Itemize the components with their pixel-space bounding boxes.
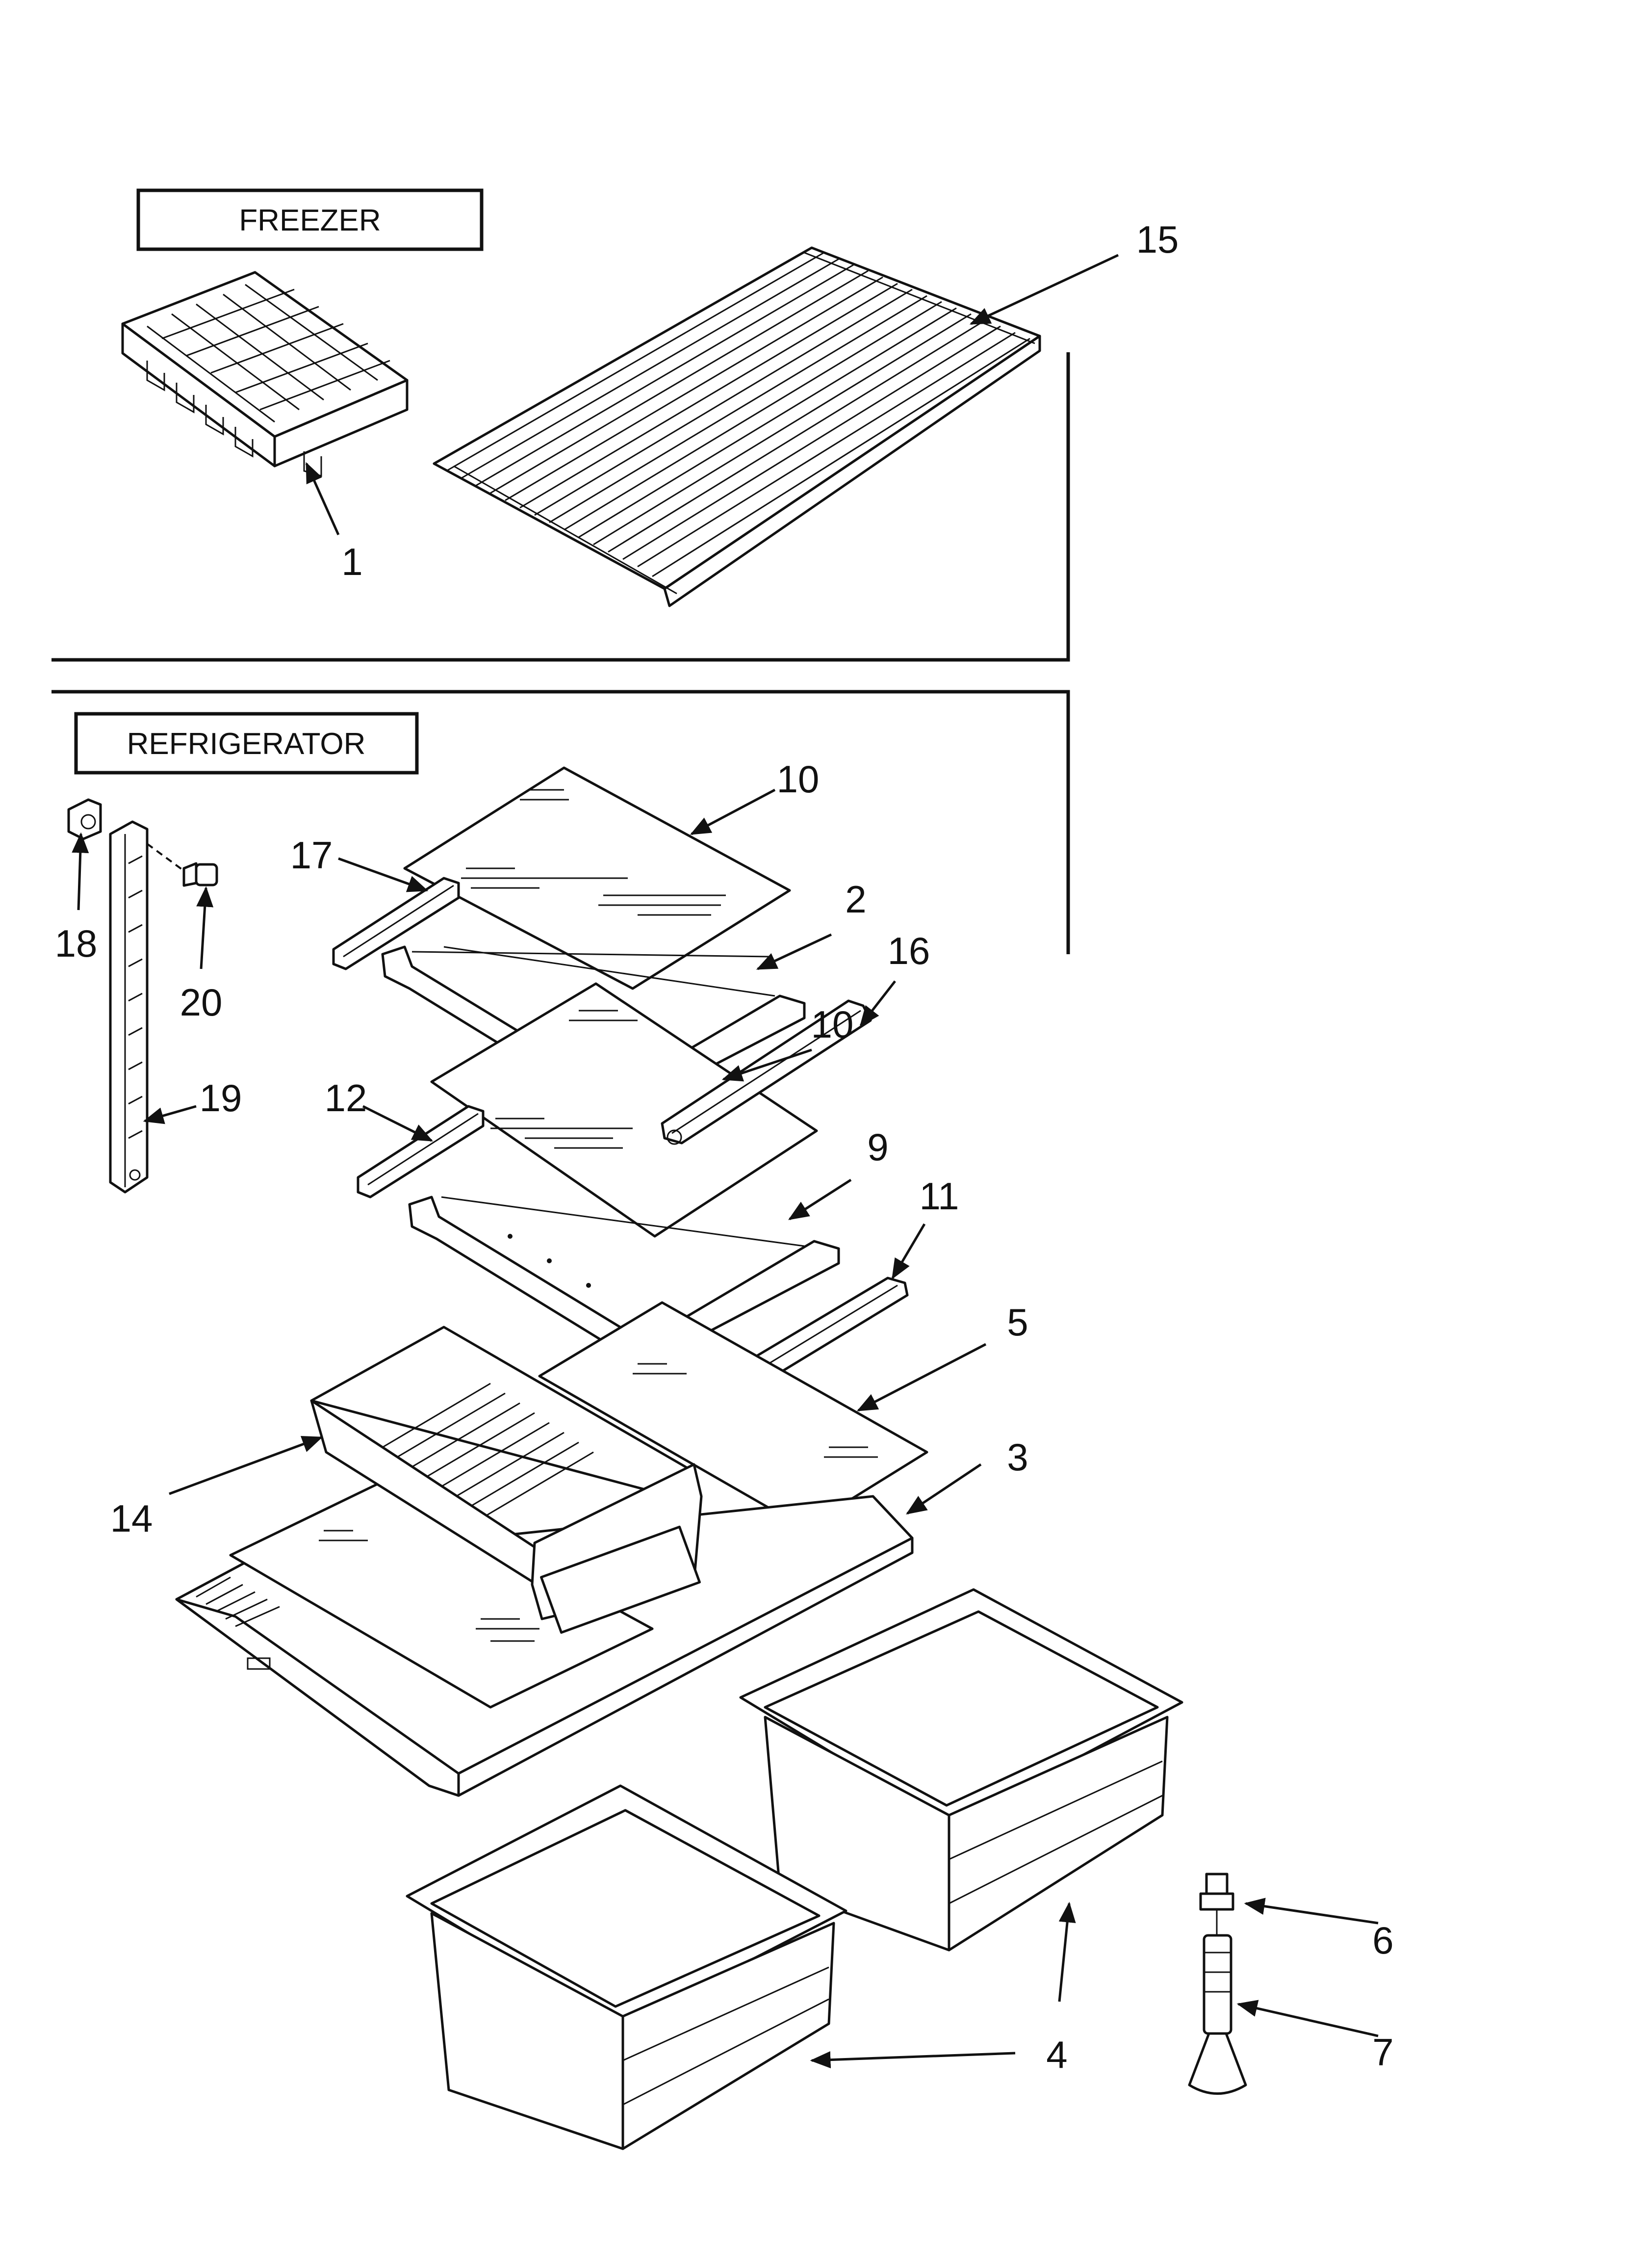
callout-10-upper: 10: [777, 757, 820, 801]
leader-lines: [72, 254, 1379, 2069]
callout-9: 9: [867, 1125, 888, 1169]
freezer-label-box: [136, 188, 484, 251]
meat-drawer: [310, 1326, 703, 1634]
refrigerator-label: REFRIGERATOR: [127, 727, 366, 761]
callout-2: 2: [845, 878, 866, 921]
shelf-bracket-clip: [67, 798, 102, 840]
callout-3: 3: [1007, 1435, 1028, 1479]
freezer-label: FREEZER: [239, 204, 381, 237]
refrigerator-label-box: [74, 712, 419, 775]
refrigerator-divider: [51, 690, 1070, 954]
middle-glass-shelf: [430, 982, 818, 1238]
callout-20: 20: [180, 981, 223, 1024]
upper-shelf-front-rail: [332, 877, 460, 970]
crisper-cover-glass: [538, 1301, 928, 1530]
left-crisper-drawer: [406, 1784, 847, 2150]
callout-15: 15: [1136, 218, 1179, 261]
callout-7: 7: [1372, 2031, 1393, 2074]
freezer-section: FREEZER: [51, 188, 1070, 954]
callout-17: 17: [290, 834, 333, 877]
crisper-plate-glass: [229, 1480, 654, 1709]
callout-19: 19: [200, 1076, 242, 1120]
upper-glass-shelf: [403, 766, 791, 990]
callout-1: 1: [341, 540, 362, 583]
callout-6: 6: [1372, 1919, 1393, 1962]
callout-4: 4: [1046, 2033, 1067, 2076]
leveling-leg: [1188, 1934, 1247, 2095]
refrigerator-section: REFRIGERATOR: [55, 218, 1394, 2150]
callout-numbers: 15 1 10 17 2 16 10 12 9 11 5 3 14 4 6 7 …: [55, 218, 1394, 2076]
callout-16: 16: [888, 929, 930, 972]
shelf-ladder-track: [109, 820, 149, 1194]
leveling-cap: [1199, 1873, 1234, 1935]
callout-12: 12: [325, 1076, 367, 1120]
ice-cube-tray: [121, 271, 409, 477]
callout-10-middle: 10: [811, 1003, 854, 1046]
freezer-wire-shelf: [433, 246, 1041, 607]
callout-11: 11: [920, 1174, 959, 1218]
mounting-screw: [146, 843, 218, 887]
lower-shelf-front-rail: [357, 1105, 485, 1199]
callout-5: 5: [1007, 1301, 1028, 1344]
callout-14: 14: [110, 1497, 153, 1540]
callout-18: 18: [55, 922, 98, 965]
freezer-divider: [51, 352, 1070, 662]
